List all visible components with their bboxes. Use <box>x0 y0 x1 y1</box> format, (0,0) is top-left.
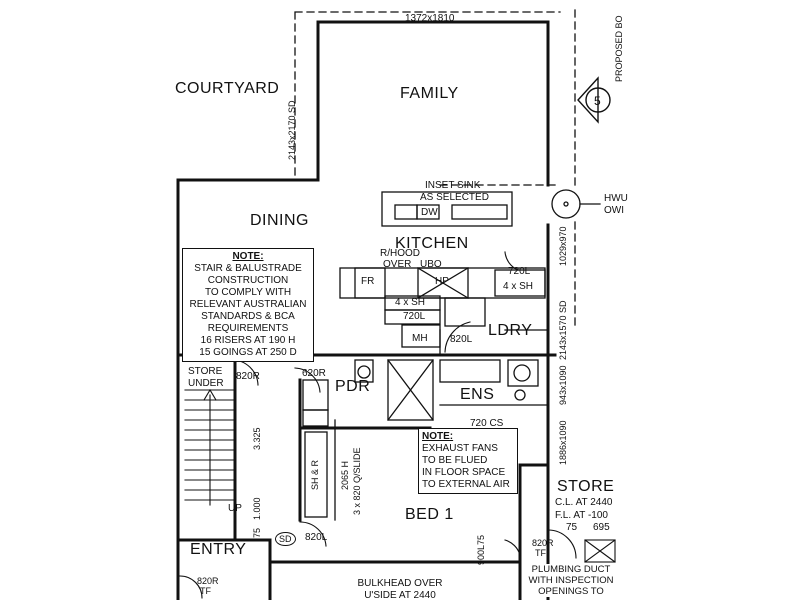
plumbing-note: PLUMBING DUCT WITH INSPECTION OPENINGS T… <box>522 564 620 597</box>
store-door-tf: TF <box>535 548 546 558</box>
dim-900l75: 900L75 <box>476 534 486 565</box>
room-store: STORE <box>557 478 615 495</box>
stair-note-line: TO COMPLY WITH <box>204 287 292 298</box>
courtyard-window-dim: 2143x2170 SD <box>287 100 297 160</box>
bulkhead-note-line: BULKHEAD OVER <box>357 578 443 589</box>
store-door-820r: 820R <box>532 538 554 548</box>
plumbing-note-line: WITH INSPECTION <box>528 575 614 586</box>
door-height-label: 2065 H <box>340 460 350 490</box>
ldry-window-dim: 2143x1570 SD <box>558 300 568 360</box>
robe-door-label: 3 x 820 Q/SLIDE <box>352 447 362 515</box>
stair-note-line: REQUIREMENTS <box>207 323 289 334</box>
store-under-label-2: UNDER <box>188 378 224 389</box>
store-fixture <box>584 539 616 563</box>
store-under-label-1: STORE <box>188 366 223 377</box>
room-bed1: BED 1 <box>405 506 454 523</box>
stair-note: NOTE: STAIR & BALUSTRADE CONSTRUCTION TO… <box>182 248 314 362</box>
room-kitchen: KITCHEN <box>395 235 469 252</box>
kitchen-joinery <box>339 191 549 356</box>
door-swings <box>179 251 577 599</box>
ubo-label: UBO <box>420 259 442 270</box>
exhaust-note-line: EXHAUST FANS <box>422 443 498 454</box>
dim-75: 75 <box>252 527 262 538</box>
ens-door-720cs: 720 CS <box>470 418 504 429</box>
room-family: FAMILY <box>400 85 459 102</box>
pdr-door-620r: 620R <box>302 368 326 379</box>
room-ldry: LDRY <box>488 322 533 339</box>
store-dim-695: 695 <box>593 522 610 533</box>
ldry-door-720l: 720L <box>403 311 426 322</box>
proposed-boundary-label: PROPOSED BO <box>614 15 624 82</box>
rangehood-label-2: OVER <box>383 259 412 270</box>
smoke-detector-symbol: SD <box>275 532 296 546</box>
room-entry: ENTRY <box>190 541 247 558</box>
exhaust-note-line: TO EXTERNAL AIR <box>422 479 510 490</box>
shelf-rail-label: SH & R <box>310 459 320 490</box>
shelves-right: 4 x SH <box>503 281 534 292</box>
exhaust-note-heading: NOTE: <box>422 431 454 442</box>
bulkhead-note: BULKHEAD OVER U'SIDE AT 2440 <box>345 578 455 602</box>
stair-note-line: CONSTRUCTION <box>207 275 289 286</box>
stair-note-line: 15 GOINGS AT 250 D <box>199 347 297 358</box>
stair-up-label: UP <box>228 503 242 514</box>
hwu-label-1: HWU <box>604 193 628 204</box>
inset-sink-label-1: INSET SINK <box>425 180 481 191</box>
bulkhead-note-line: U'SIDE AT 2440 <box>364 590 436 601</box>
plumbing-note-line: PLUMBING DUCT <box>531 564 611 575</box>
stair-1000-dim: 1.000 <box>252 497 262 520</box>
section-marker-number: 5 <box>594 94 601 108</box>
exhaust-note-line: TO BE FLUED <box>422 455 488 466</box>
stair-note-line: 16 RISERS AT 190 H <box>200 335 296 346</box>
ens-window-dim: 943x1090 <box>558 365 568 405</box>
ldry-door-820l: 820L <box>450 334 473 345</box>
store-door-820r: 820R <box>236 371 260 382</box>
room-ens: ENS <box>460 386 495 403</box>
front-door-820r: 820R <box>197 576 219 586</box>
bed-window-dim: 1886x1090 <box>558 420 568 465</box>
stair-note-line: STAIR & BALUSTRADE <box>194 263 302 274</box>
dishwasher-label: DW <box>421 207 438 218</box>
stair-note-line: STANDARDS & BCA <box>201 311 295 322</box>
walls <box>176 20 557 600</box>
store-ceiling-level: C.L. AT 2440 <box>555 497 613 508</box>
room-pdr: PDR <box>335 378 371 395</box>
inset-sink-label-2: AS SELECTED <box>420 192 489 203</box>
top-dimension: 1372x1810 <box>405 13 455 24</box>
stair-note-line: RELEVANT AUSTRALIAN <box>189 299 307 310</box>
bathroom-fittings <box>302 359 549 427</box>
entry-door-820l: 820L <box>305 532 328 543</box>
exhaust-note: NOTE: EXHAUST FANS TO BE FLUED IN FLOOR … <box>418 428 518 494</box>
room-dining: DINING <box>250 212 309 229</box>
store-floor-level: F.L. AT -100 <box>555 510 608 521</box>
stair-dim: 3.325 <box>252 427 262 450</box>
room-courtyard: COURTYARD <box>175 80 280 97</box>
stair <box>184 388 236 506</box>
kitchen-door-720l: 720L <box>508 266 531 277</box>
section-marker <box>577 76 611 124</box>
hotplate-label: HP <box>435 276 449 287</box>
stair-note-heading: NOTE: <box>232 251 264 262</box>
mh-label: MH <box>412 333 428 344</box>
hwu-label-2: OWI <box>604 205 624 216</box>
shelves-left: 4 x SH <box>395 297 426 308</box>
store-dim-75: 75 <box>566 522 578 533</box>
hwu-unit <box>551 189 601 219</box>
plumbing-note-line: OPENINGS TO <box>538 586 604 597</box>
rangehood-label-1: R/HOOD <box>380 248 420 259</box>
kitchen-window-dim: 1029x970 <box>558 226 568 266</box>
front-door-tf: TF <box>200 586 211 596</box>
fridge-label: FR <box>361 276 375 287</box>
exhaust-note-line: IN FLOOR SPACE <box>422 467 506 478</box>
wardrobe <box>304 419 336 521</box>
